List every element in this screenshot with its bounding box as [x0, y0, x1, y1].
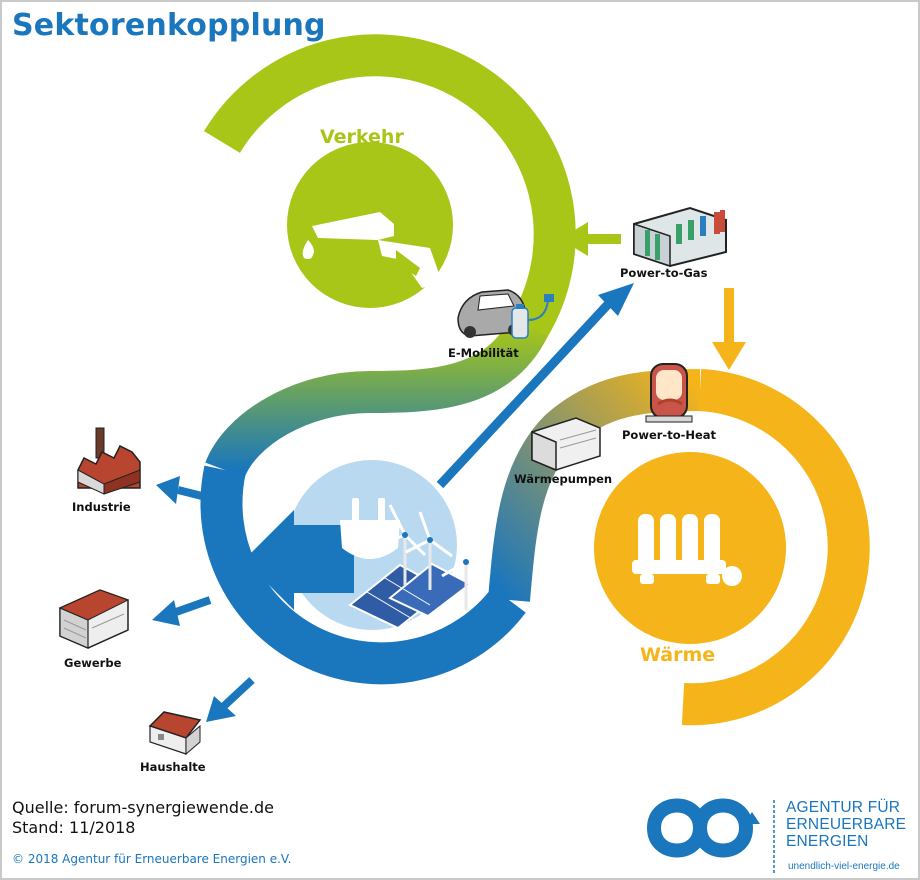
sector-label-waerme: Wärme — [640, 644, 716, 666]
waermepumpen-icon — [531, 417, 601, 472]
strom-to-power-to-gas-arrow — [436, 283, 634, 489]
logo-text-line2: ERNEUERBARE — [786, 816, 907, 833]
power-to-gas-to-verkehr-arrow — [560, 222, 621, 256]
waerme-ring — [681, 369, 870, 726]
label-e-mobilitaet: E-Mobilität — [448, 346, 519, 360]
label-haushalte: Haushalte — [140, 760, 206, 774]
e-car-icon — [457, 289, 554, 339]
label-power-to-heat: Power-to-Heat — [622, 428, 717, 442]
office-building-icon — [58, 589, 130, 649]
radiator-icon — [632, 514, 742, 586]
verkehr-ring — [204, 34, 576, 338]
factory-icon — [77, 427, 141, 495]
logo-url: unendlich-viel-energie.de — [788, 861, 900, 872]
source-line: Quelle: forum-synergiewende.de — [12, 798, 274, 817]
label-waermepumpen: Wärmepumpen — [514, 472, 613, 486]
consumer-arrow-gewerbe — [152, 596, 212, 626]
label-industrie: Industrie — [72, 500, 131, 514]
fuel-nozzle-icon — [302, 212, 442, 288]
strom-left-arrow — [244, 510, 354, 610]
verkehr-strom-connector — [205, 316, 548, 479]
strom-ring — [200, 465, 526, 685]
power-to-gas-plant-icon — [633, 206, 727, 268]
logo-text-line3: ENERGIEN — [786, 833, 869, 850]
plug-icon — [340, 498, 400, 559]
logo-text-line1: AGENTUR FÜR — [786, 799, 901, 816]
wind-turbines-icon — [379, 504, 491, 610]
house-icon — [148, 711, 202, 756]
consumer-arrow-industrie — [156, 476, 211, 504]
consumer-arrow-haushalte — [206, 677, 255, 722]
power-to-heat-tank-icon — [645, 363, 693, 423]
label-power-to-gas: Power-to-Gas — [620, 266, 708, 280]
copyright-notice: © 2018 Agentur für Erneuerbare Energien … — [12, 852, 292, 866]
date-line: Stand: 11/2018 — [12, 818, 136, 837]
label-gewerbe: Gewerbe — [64, 656, 122, 670]
power-to-gas-to-waerme-arrow — [712, 288, 746, 370]
page-title: Sektorenkopplung — [12, 8, 326, 43]
sector-label-strom: Strom — [336, 646, 401, 668]
aee-infinity-logo — [646, 798, 775, 874]
sector-label-verkehr: Verkehr — [320, 126, 404, 148]
